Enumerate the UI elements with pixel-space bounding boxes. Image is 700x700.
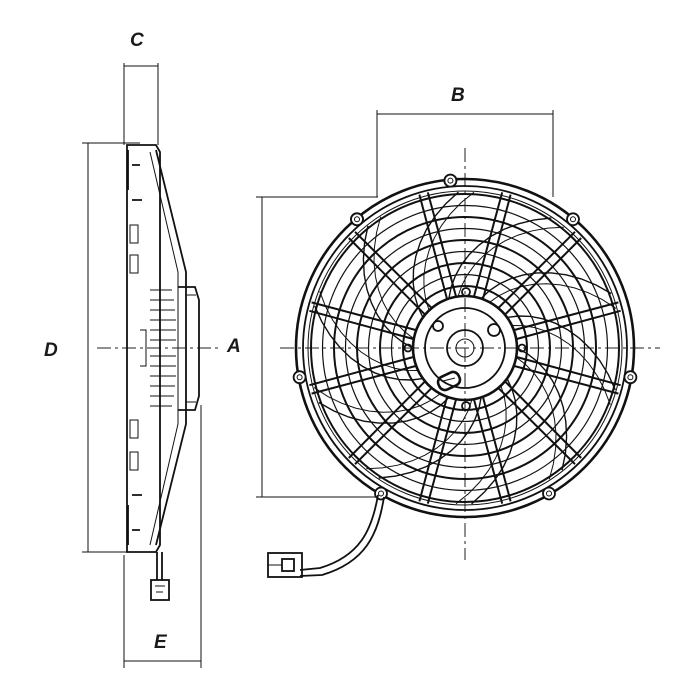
fan-blades [313, 191, 617, 505]
plug-connector-icon [267, 552, 303, 578]
mounting-lug [350, 212, 364, 227]
support-spoke [309, 309, 415, 341]
support-spoke [497, 387, 576, 465]
front-cable [299, 494, 385, 577]
guard-ring [379, 262, 551, 434]
support-spoke [348, 380, 426, 459]
fan-blade [378, 397, 482, 479]
support-spoke [418, 396, 449, 502]
mounting-lug-hole [570, 216, 576, 223]
fan-blade-edge [457, 226, 564, 297]
support-spoke [504, 237, 582, 316]
fan-blade [507, 315, 616, 391]
guard-ring [310, 193, 620, 503]
support-spoke [472, 192, 504, 298]
side-view: C D E [44, 30, 222, 668]
mounting-lug-hole [378, 490, 384, 497]
fan-blade [471, 378, 518, 505]
support-spoke [426, 398, 458, 504]
mounting-lug [292, 370, 307, 385]
mounting-lug [542, 486, 556, 501]
fan-blade-edge [313, 387, 441, 413]
support-spoke [354, 387, 433, 465]
guard-ring [344, 227, 586, 469]
mounting-lug-hole [546, 490, 552, 497]
guard-ring [367, 250, 563, 446]
dimension-label-b: B [451, 85, 465, 106]
dimension-label-e: E [154, 632, 168, 653]
fan-blade [480, 272, 612, 300]
dimension-d: D [44, 142, 140, 553]
mounting-lug-hole [627, 374, 634, 381]
dimension-a: A [226, 196, 378, 498]
fan-blade [412, 191, 459, 318]
support-spoke [481, 194, 512, 300]
mounting-lug [623, 370, 638, 385]
dimension-label-a: A [226, 336, 241, 357]
support-spoke [348, 237, 426, 316]
fan-blade [314, 305, 423, 381]
mounting-lug-hole [447, 177, 454, 184]
dimension-b: B [376, 85, 554, 197]
mounting-lug-hole [354, 216, 360, 223]
fan-shroud [294, 177, 636, 519]
mounting-lug [443, 173, 458, 188]
guard-ring [390, 273, 540, 423]
support-spoke [497, 231, 576, 309]
dimension-label-d: D [44, 340, 58, 361]
fan-blade-edge [489, 283, 617, 309]
support-spoke [309, 355, 415, 387]
support-spoke [311, 301, 417, 332]
support-spoke [515, 355, 621, 387]
support-spoke [515, 309, 621, 341]
support-spoke [513, 364, 619, 395]
support-spoke [513, 301, 619, 332]
side-cable [150, 552, 170, 601]
dimension-c: C [123, 30, 159, 145]
fan-blade [318, 396, 450, 424]
fan-blade-edge [366, 399, 473, 470]
dimension-e: E [123, 405, 202, 668]
guard-ring [321, 204, 609, 492]
fan-blade [448, 217, 552, 299]
dimension-label-c: C [130, 30, 144, 51]
support-spokes [309, 192, 621, 504]
support-spoke [504, 380, 582, 459]
front-view: B A [226, 85, 660, 578]
support-spoke [481, 396, 512, 502]
fan-blade-edge [423, 191, 475, 311]
support-spoke [354, 231, 433, 309]
mounting-lug [566, 212, 580, 227]
guard-ring [333, 216, 597, 480]
support-spoke [418, 194, 449, 300]
mounting-lugs [292, 173, 638, 501]
motor-hub [403, 287, 527, 411]
support-spoke [311, 364, 417, 395]
support-spoke [472, 398, 504, 504]
side-fan-fins [150, 289, 176, 407]
fan-blade-edge [455, 385, 507, 505]
side-fan-body [126, 144, 200, 553]
support-spoke [426, 192, 458, 298]
mounting-lug-hole [296, 374, 303, 381]
guard-rings [310, 193, 620, 503]
